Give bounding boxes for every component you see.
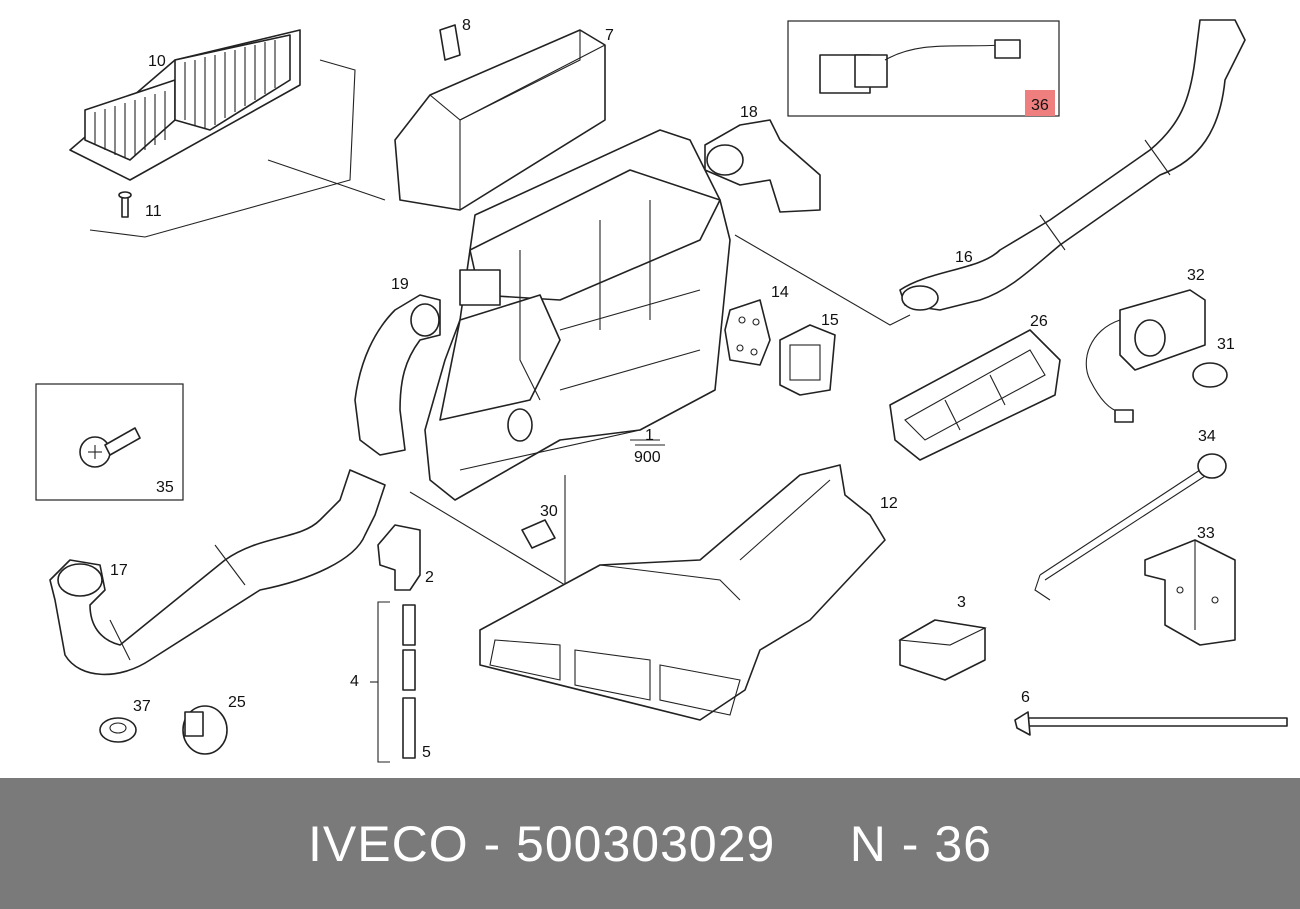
separator: -	[468, 815, 517, 872]
highlight-marker	[1025, 90, 1055, 116]
callout-19: 19	[391, 276, 409, 293]
callout-25: 25	[228, 694, 246, 711]
callout-37: 37	[133, 698, 151, 715]
callout-36: 36	[1031, 97, 1049, 114]
callout-8: 8	[462, 17, 471, 34]
group-bracket-10-11	[89, 59, 356, 238]
callout-31: 31	[1217, 336, 1235, 353]
callout-35: 35	[156, 479, 174, 496]
callout-18: 18	[740, 104, 758, 121]
part-6-cable-tie[interactable]	[1014, 711, 1288, 736]
separator: -	[886, 815, 935, 872]
position-prefix: N	[849, 815, 887, 872]
diagram-canvas: 10 11 8 7 36 18 16 32 31 26 14 15 19 1 9…	[35, 17, 1288, 763]
callout-7: 7	[605, 27, 614, 44]
callout-11: 11	[145, 203, 162, 220]
part-35-screw-box[interactable]	[35, 383, 184, 501]
leader-line-7	[267, 159, 386, 201]
callout-16: 16	[955, 249, 973, 266]
part-30-clip[interactable]	[521, 519, 556, 549]
part-17-duct[interactable]	[49, 469, 386, 676]
callout-2: 2	[425, 569, 434, 586]
part-33-bracket[interactable]	[1144, 539, 1236, 646]
part-7-cover[interactable]	[394, 29, 606, 211]
part-11-screw[interactable]	[118, 191, 132, 218]
callout-5: 5	[422, 744, 431, 761]
spacer	[775, 816, 849, 872]
part-1-hvac-housing[interactable]	[424, 129, 731, 501]
callout-14: 14	[771, 284, 789, 301]
callout-10: 10	[148, 53, 166, 70]
caption-text: IVECO - 500303029 N - 36	[308, 815, 992, 873]
callout-4: 4	[350, 673, 359, 690]
part-26-vent-grille[interactable]	[889, 329, 1061, 461]
part-8-clip[interactable]	[439, 24, 461, 61]
part-32-sensor[interactable]	[1085, 289, 1206, 423]
position-number: 36	[934, 815, 992, 872]
callout-6: 6	[1021, 689, 1030, 706]
callout-30: 30	[540, 503, 558, 520]
callout-34: 34	[1198, 428, 1216, 445]
callout-15: 15	[821, 312, 839, 329]
part-16-duct[interactable]	[899, 19, 1246, 311]
part-19-duct[interactable]	[354, 294, 441, 456]
part-15-resistor[interactable]	[779, 324, 836, 396]
part-number: 500303029	[516, 815, 776, 872]
part-31-cap[interactable]	[1192, 362, 1228, 388]
callout-1-top: 1	[645, 427, 654, 444]
callout-3: 3	[957, 594, 966, 611]
exploded-parts-diagram: 10 11 8 7 36 18 16 32 31 26 14 15 19 1 9…	[35, 17, 1288, 763]
leader-line-16	[734, 234, 911, 326]
part-36-actuator-box[interactable]	[787, 20, 1060, 117]
part-18-duct[interactable]	[704, 119, 821, 213]
part-2-elbow[interactable]	[377, 524, 421, 591]
part-14-gasket[interactable]	[724, 299, 771, 366]
brand-name: IVECO	[308, 815, 469, 872]
callout-26: 26	[1030, 313, 1048, 330]
callout-33: 33	[1197, 525, 1215, 542]
part-3-clip[interactable]	[898, 619, 987, 681]
part-34-cable-tie[interactable]	[1034, 453, 1227, 601]
part-12-floor-duct[interactable]	[479, 464, 886, 721]
callout-12: 12	[880, 495, 898, 512]
callout-1-bottom: 900	[634, 449, 661, 466]
caption-bar: IVECO - 500303029 N - 36	[0, 778, 1300, 909]
part-10-filter[interactable]	[69, 29, 301, 181]
part-25-plug[interactable]	[182, 705, 228, 755]
part-4-5-drain-tube[interactable]	[370, 601, 416, 763]
callout-32: 32	[1187, 267, 1205, 284]
part-37-grommet[interactable]	[99, 717, 137, 743]
callout-17: 17	[110, 562, 128, 579]
